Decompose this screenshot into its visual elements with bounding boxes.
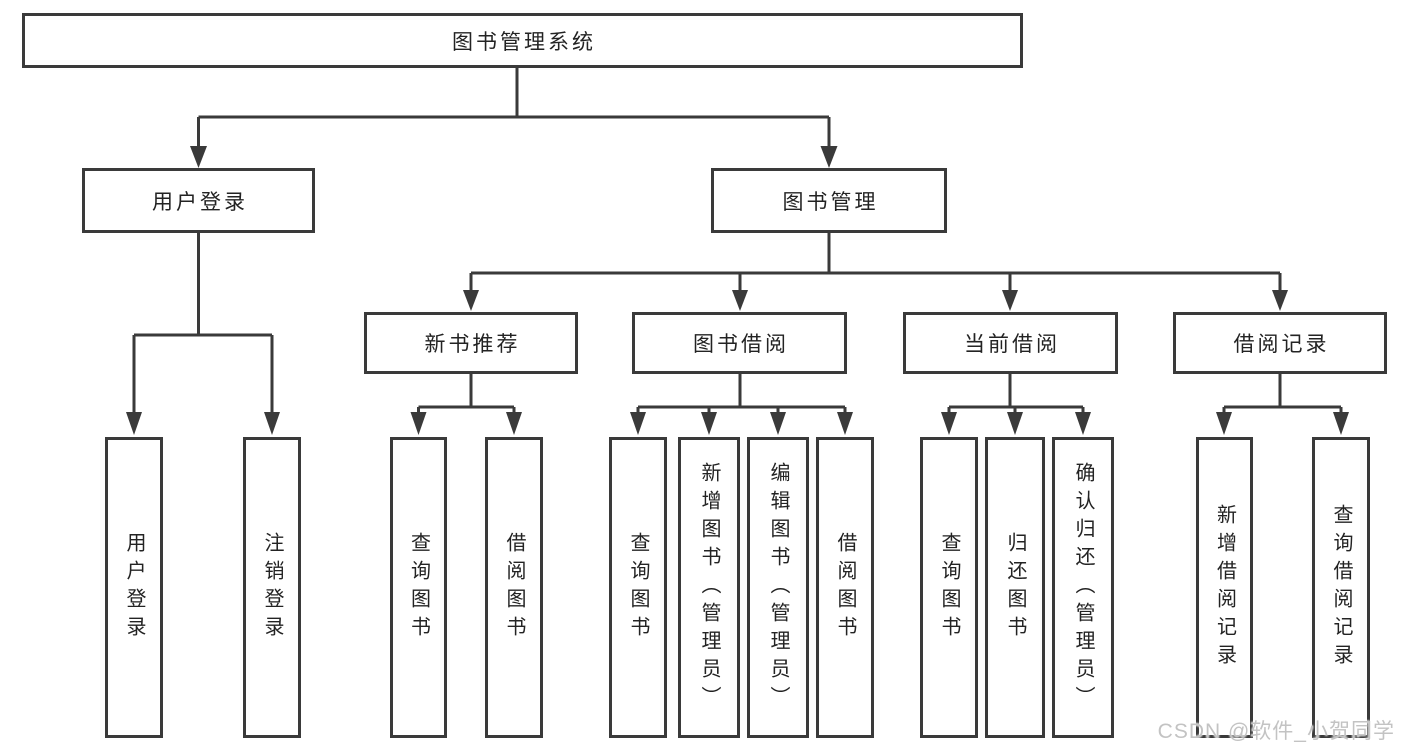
leaf-borrow-books-borrowing-label: 借阅图书 <box>834 531 856 644</box>
leaf-return-books-label: 归还图书 <box>1004 531 1026 644</box>
leaf-confirm-return-admin-label: 确认归还（管理员） <box>1072 461 1094 714</box>
node-current-borrowing-label: 当前借阅 <box>964 333 1060 356</box>
node-user-login-label: 用户登录 <box>152 190 248 214</box>
leaf-user-login: 用户登录 <box>105 437 163 738</box>
node-borrowing-records: 借阅记录 <box>1173 312 1387 374</box>
leaf-confirm-return-admin: 确认归还（管理员） <box>1052 437 1114 738</box>
leaf-edit-book-admin: 编辑图书（管理员） <box>747 437 809 738</box>
leaf-add-borrow-record-label: 新增借阅记录 <box>1213 503 1236 672</box>
leaf-query-borrow-record: 查询借阅记录 <box>1312 437 1370 738</box>
node-book-borrowing-label: 图书借阅 <box>693 333 789 356</box>
node-new-book-recommend-label: 新书推荐 <box>424 333 521 356</box>
node-root-label: 图书管理系统 <box>452 30 596 54</box>
watermark: CSDN @软件_小贺同学 <box>1157 720 1395 743</box>
leaf-borrow-books-recommend-label: 借阅图书 <box>503 531 525 644</box>
leaf-query-books-current: 查询图书 <box>920 437 978 738</box>
leaf-add-book-admin-label: 新增图书（管理员） <box>698 461 720 714</box>
leaf-query-books-recommend: 查询图书 <box>390 437 447 738</box>
node-book-management-label: 图书管理 <box>782 190 879 214</box>
node-book-management: 图书管理 <box>711 168 947 233</box>
leaf-return-books: 归还图书 <box>985 437 1045 738</box>
node-new-book-recommend: 新书推荐 <box>364 312 578 374</box>
node-root: 图书管理系统 <box>22 13 1023 68</box>
node-book-borrowing: 图书借阅 <box>632 312 847 374</box>
leaf-query-books-current-label: 查询图书 <box>938 531 960 644</box>
leaf-logout-login-label: 注销登录 <box>261 531 283 644</box>
leaf-logout-login: 注销登录 <box>243 437 301 738</box>
node-current-borrowing: 当前借阅 <box>903 312 1118 374</box>
leaf-add-borrow-record: 新增借阅记录 <box>1196 437 1253 738</box>
leaf-query-borrow-record-label: 查询借阅记录 <box>1330 503 1352 672</box>
node-user-login: 用户登录 <box>82 168 315 233</box>
leaf-query-books-borrowing-label: 查询图书 <box>627 531 649 644</box>
leaf-edit-book-admin-label: 编辑图书（管理员） <box>767 461 789 714</box>
leaf-query-books-borrowing: 查询图书 <box>609 437 667 738</box>
leaf-query-books-recommend-label: 查询图书 <box>407 531 430 644</box>
node-borrowing-records-label: 借阅记录 <box>1233 333 1330 356</box>
leaf-user-login-label: 用户登录 <box>123 531 145 644</box>
leaf-borrow-books-borrowing: 借阅图书 <box>816 437 874 738</box>
leaf-borrow-books-recommend: 借阅图书 <box>485 437 543 738</box>
leaf-add-book-admin: 新增图书（管理员） <box>678 437 740 738</box>
